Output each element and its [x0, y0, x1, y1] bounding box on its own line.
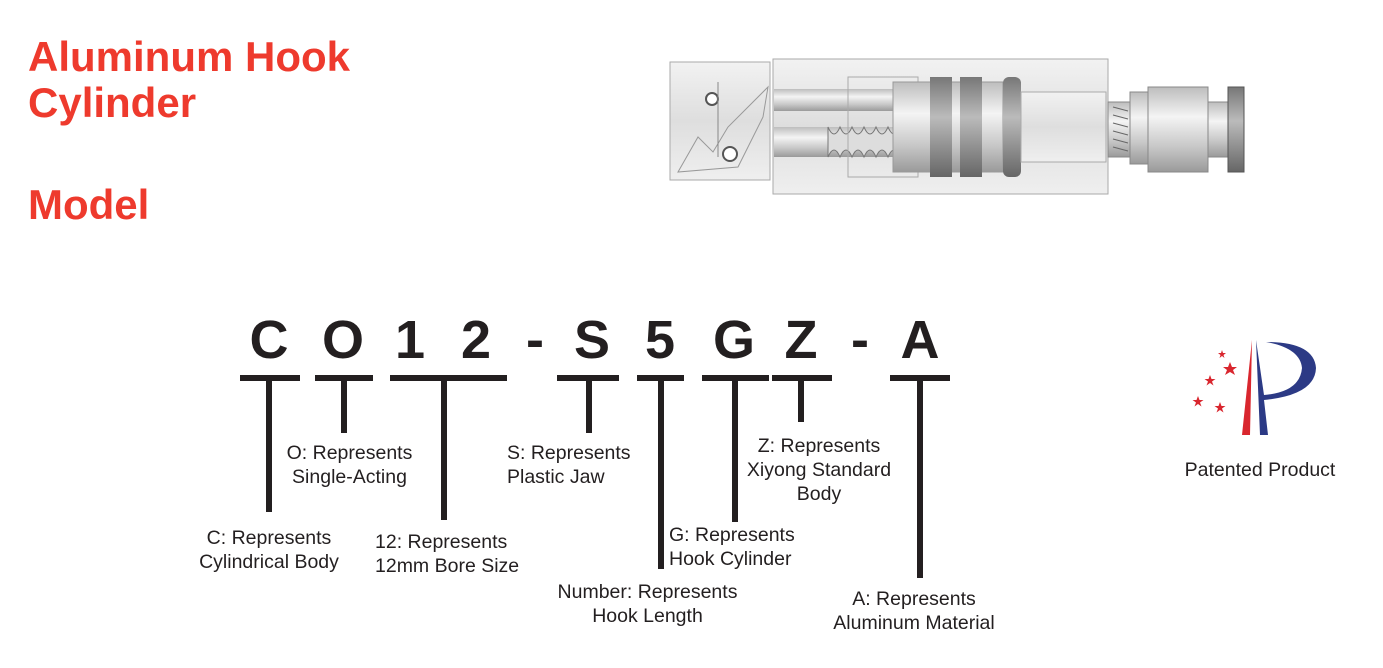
label-a: A: Represents Aluminum Material: [818, 587, 1010, 635]
stem-c: [266, 380, 272, 512]
label-o-line2: Single-Acting: [292, 466, 407, 488]
bracket-z: [772, 375, 832, 381]
code-char-a: A: [900, 310, 940, 370]
hook-cylinder-illustration: [669, 58, 1245, 195]
code-char-2: 2: [460, 310, 492, 370]
bracket-a: [890, 375, 950, 381]
code-char-o: O: [321, 310, 364, 370]
patent-label: Patented Product: [1184, 459, 1336, 481]
code-char-dash-1: -: [526, 310, 544, 370]
label-s-line2: Plastic Jaw: [507, 466, 605, 488]
label-z-line3: Body: [796, 483, 842, 505]
patent-logo-icon: [1192, 340, 1316, 435]
page-title-line1: Aluminum Hook: [28, 33, 350, 80]
label-c: C: Represents Cylindrical Body: [183, 526, 355, 574]
label-number-line2: Hook Length: [592, 605, 703, 627]
code-char-c: C: [249, 310, 289, 370]
label-12-line1: 12: Represents: [375, 531, 508, 553]
bracket-12: [390, 375, 507, 381]
label-number: Number: Represents Hook Length: [545, 580, 750, 628]
label-a-line2: Aluminum Material: [833, 612, 995, 634]
code-char-1: 1: [394, 310, 426, 370]
stem-12: [441, 380, 447, 520]
bracket-g: [702, 375, 769, 381]
stem-a: [917, 380, 923, 578]
stem-5: [658, 380, 664, 569]
label-z: Z: Represents Xiyong Standard Body: [735, 434, 903, 506]
code-char-z: Z: [784, 310, 818, 370]
label-c-line1: C: Represents: [206, 527, 332, 549]
label-12-line2: 12mm Bore Size: [375, 555, 520, 577]
label-12: 12: Represents 12mm Bore Size: [375, 530, 519, 578]
code-char-s: S: [573, 310, 611, 370]
label-s-line1: S: Represents: [507, 442, 631, 464]
bracket-s: [557, 375, 619, 381]
label-g: G: Represents Hook Cylinder: [669, 523, 795, 571]
label-g-line2: Hook Cylinder: [669, 548, 792, 570]
label-c-line2: Cylindrical Body: [199, 551, 339, 573]
label-z-line1: Z: Represents: [757, 435, 881, 457]
bracket-c: [240, 375, 300, 381]
label-number-line1: Number: Represents: [557, 581, 738, 603]
label-o-line1: O: Represents: [286, 442, 413, 464]
bracket-5: [637, 375, 684, 381]
label-s: S: Represents Plastic Jaw: [507, 441, 631, 489]
label-o: O: Represents Single-Acting: [277, 441, 422, 489]
label-a-line1: A: Represents: [852, 588, 976, 610]
stem-g: [732, 380, 738, 522]
code-char-5: 5: [644, 310, 676, 370]
model-heading: Model: [28, 181, 150, 228]
label-g-line1: G: Represents: [669, 524, 795, 546]
bracket-o: [315, 375, 373, 381]
stem-o: [341, 380, 347, 433]
stem-s: [586, 380, 592, 433]
code-char-g: G: [712, 310, 755, 370]
stem-z: [798, 380, 804, 422]
page-title-line2: Cylinder: [28, 79, 197, 126]
code-char-dash-2: -: [851, 310, 869, 370]
label-z-line2: Xiyong Standard: [746, 459, 892, 481]
